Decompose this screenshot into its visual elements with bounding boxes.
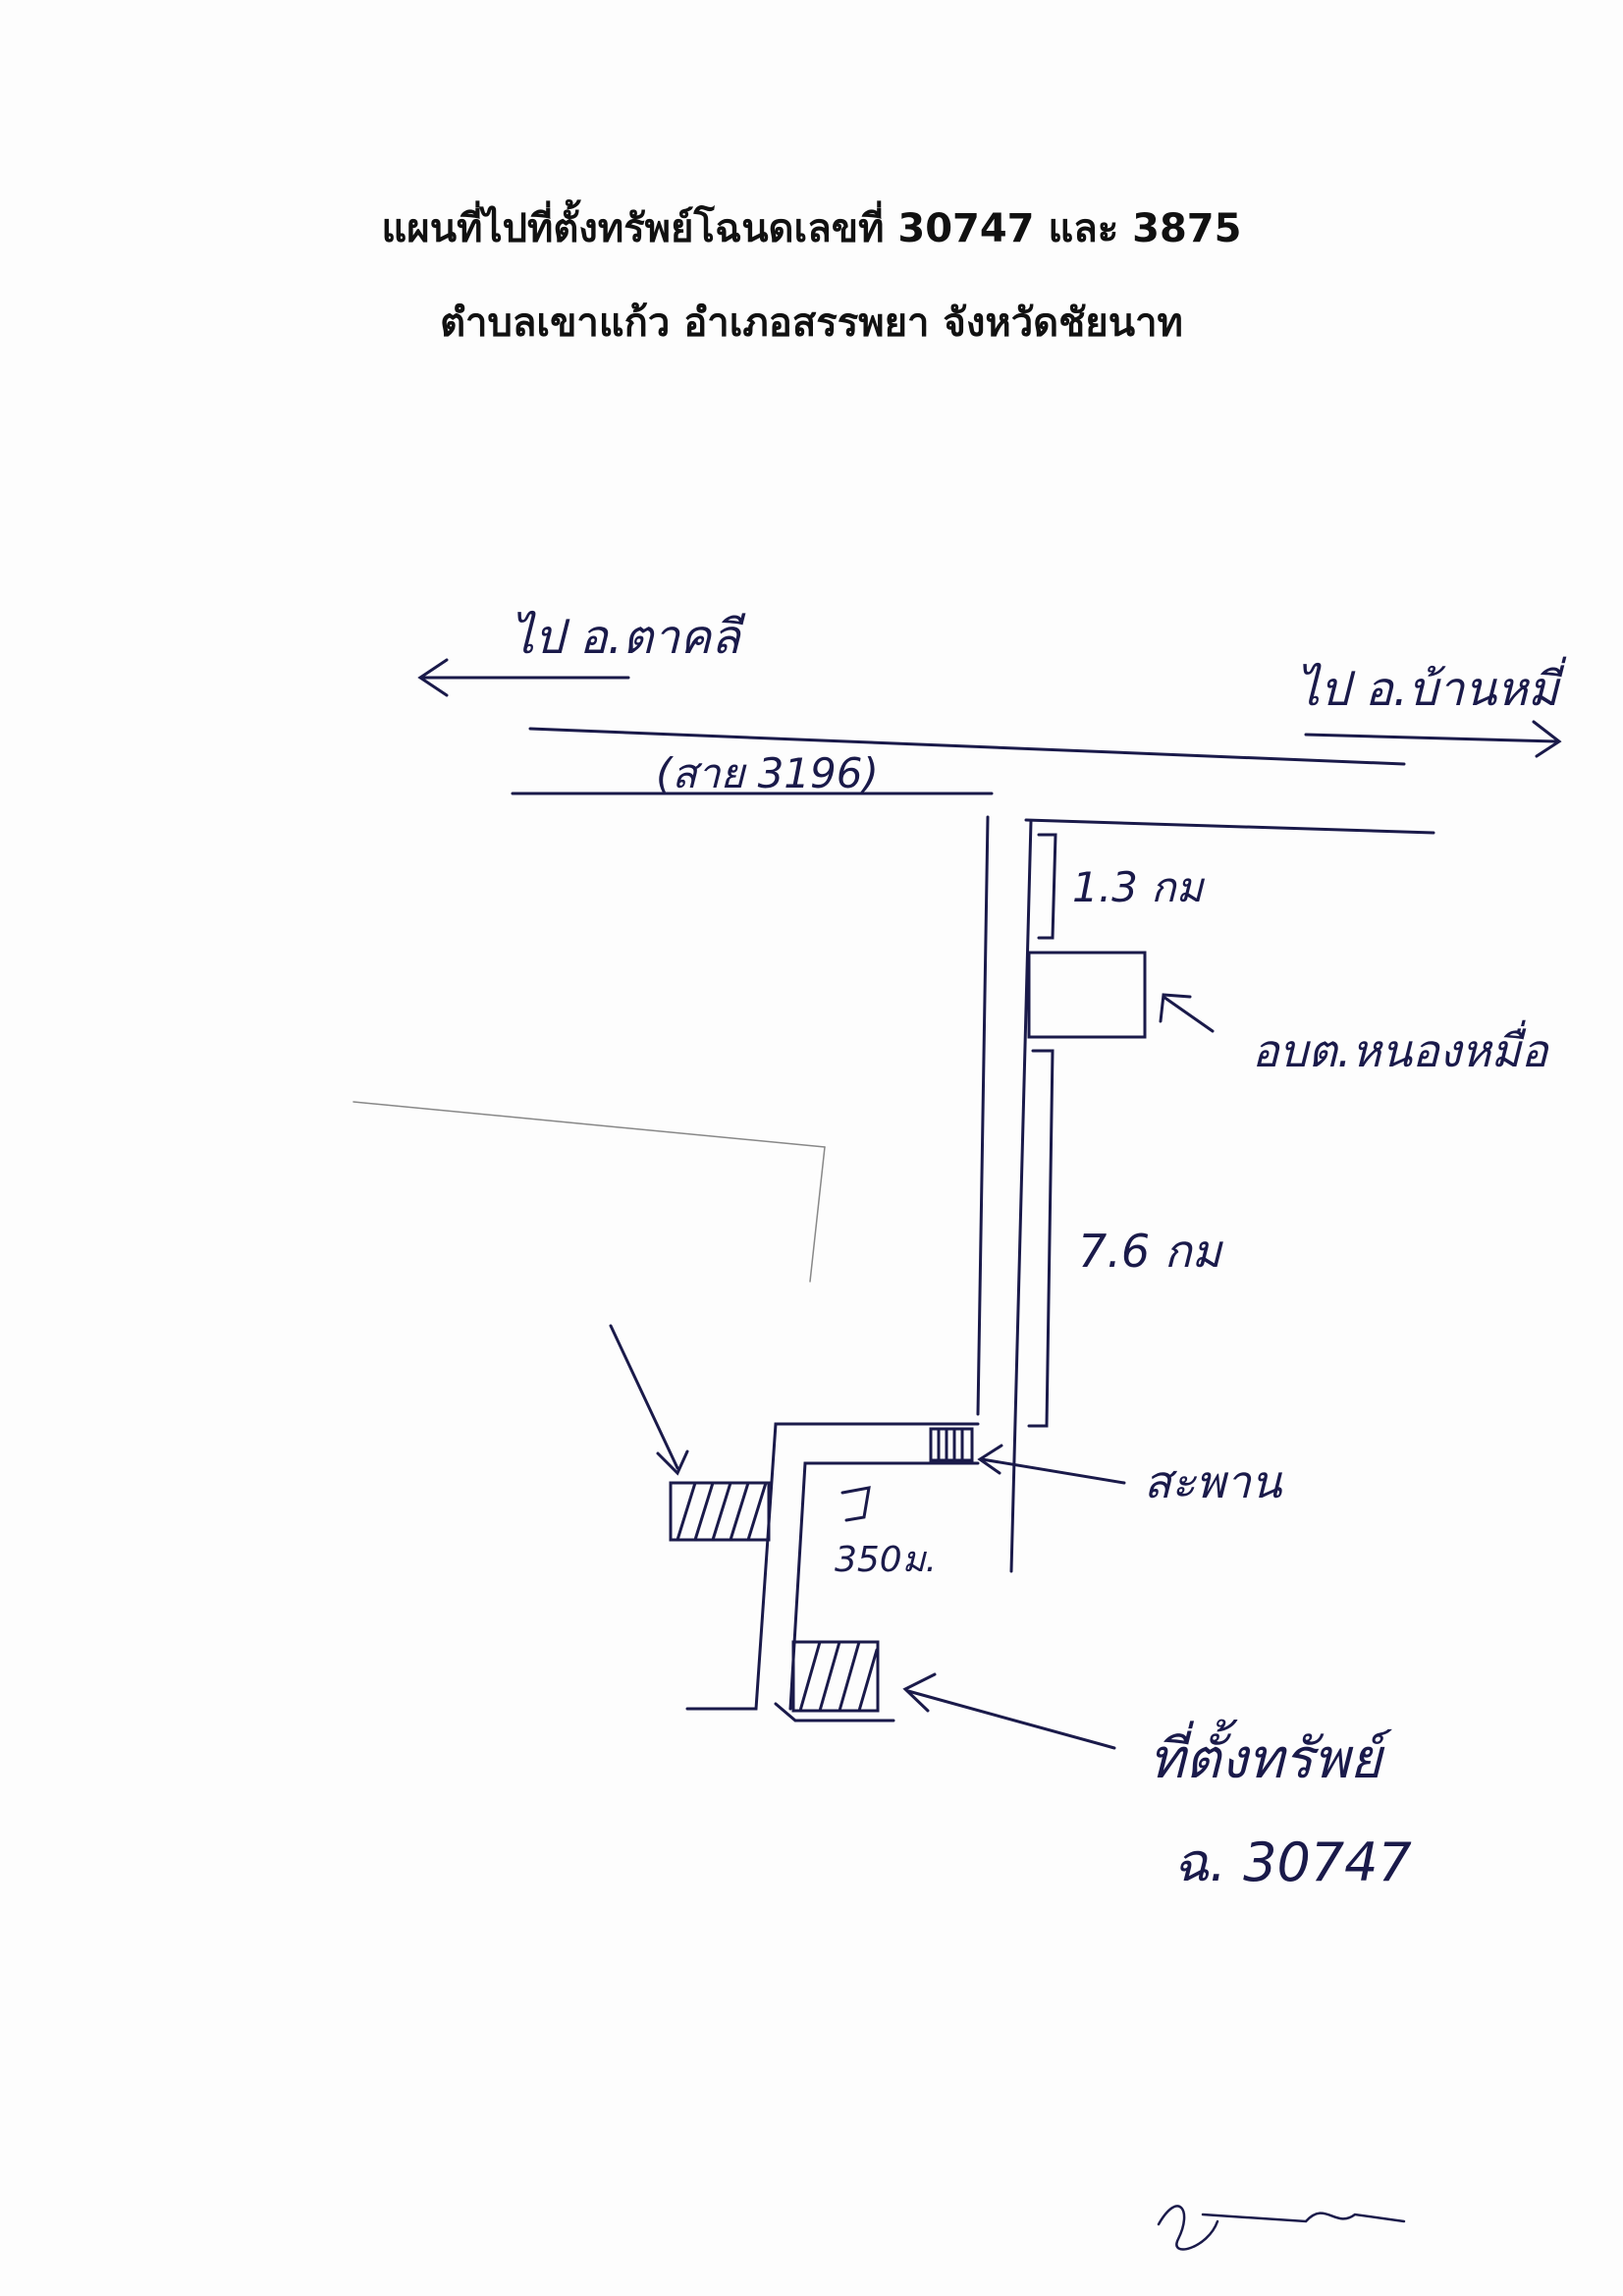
label-distance-2: 7.6 กม [1078, 1225, 1224, 1278]
distance-bracket-1 [1037, 833, 1057, 940]
side-road [976, 815, 1033, 1573]
office-building-icon [1027, 951, 1147, 1039]
map-subtitle: ตำบลเขาแก้ว อำเภอสรรพยา จังหวัดชัยนาท [440, 301, 1183, 346]
arrow-west-icon [417, 658, 630, 697]
label-property: ที่ตั้งทรัพย์ [1149, 1719, 1392, 1791]
property-arrow-icon [902, 1672, 1116, 1750]
distance-bracket-2 [1027, 1049, 1055, 1428]
label-road: (สาย 3196) [656, 749, 879, 797]
erased-sketch [352, 1101, 826, 1283]
hatched-plot-west [669, 1481, 771, 1542]
label-deed: ฉ. 30747 [1173, 1831, 1412, 1893]
label-distance-3: 350ม. [835, 1540, 937, 1580]
branch-road [685, 1422, 980, 1722]
highway-3196 [511, 727, 1435, 835]
label-office: อบต.หนองหมื่อ [1252, 1019, 1550, 1077]
arrow-east-icon [1304, 720, 1562, 758]
label-to-east: ไป อ.บ้านหมี่ [1296, 656, 1566, 717]
bridge-icon [929, 1427, 974, 1462]
map-title: แผนที่ไปที่ตั้งทรัพย์โฉนดเลขที่ 30747 แล… [381, 206, 1242, 251]
plot-west-pointer [609, 1324, 679, 1470]
bridge-arrow-icon [977, 1444, 1126, 1485]
label-to-west: ไป อ.ตาคลี [511, 610, 746, 665]
label-bridge: สะพาน [1144, 1455, 1283, 1508]
label-distance-1: 1.3 กม [1072, 863, 1206, 911]
office-arrow-icon [1159, 993, 1215, 1033]
signature [1157, 2205, 1406, 2251]
distance-bracket-3 [840, 1486, 871, 1522]
property-plot-icon [791, 1640, 880, 1713]
